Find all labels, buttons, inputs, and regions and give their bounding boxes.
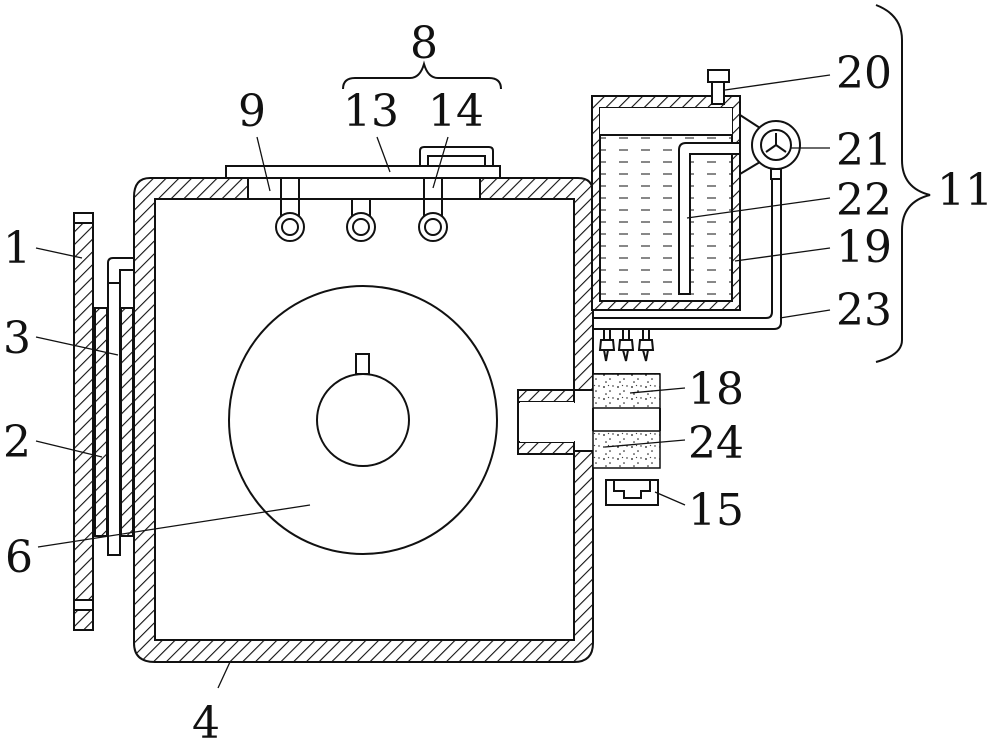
label-15: 15 bbox=[688, 485, 744, 536]
outlet-pipe bbox=[517, 389, 575, 455]
label-11: 11 bbox=[937, 165, 993, 216]
label-20: 20 bbox=[836, 48, 892, 99]
filter-layers bbox=[592, 373, 661, 469]
water-pump bbox=[739, 114, 801, 180]
label-8: 8 bbox=[410, 18, 438, 69]
label-21: 21 bbox=[836, 125, 892, 176]
label-1: 1 bbox=[3, 223, 31, 274]
leader-lines bbox=[35, 74, 831, 689]
water-tank bbox=[591, 95, 741, 311]
mounting-plate bbox=[73, 212, 94, 631]
bracket bbox=[605, 479, 659, 506]
label-23: 23 bbox=[836, 285, 892, 336]
label-3: 3 bbox=[3, 313, 31, 364]
water-pipe bbox=[593, 179, 782, 330]
label-19: 19 bbox=[836, 222, 892, 273]
label-18: 18 bbox=[688, 364, 744, 415]
spray-heads bbox=[598, 329, 655, 362]
filler-cap bbox=[707, 69, 730, 105]
brace-11 bbox=[875, 4, 931, 363]
top-cover-assembly bbox=[225, 146, 501, 200]
label-2: 2 bbox=[3, 417, 31, 468]
label-24: 24 bbox=[688, 418, 744, 469]
label-4: 4 bbox=[192, 698, 220, 748]
label-6: 6 bbox=[5, 532, 33, 583]
slide-holder bbox=[94, 257, 137, 556]
label-13: 13 bbox=[343, 86, 399, 137]
spray-nozzles bbox=[275, 178, 448, 242]
rotating-disc bbox=[228, 285, 498, 555]
suction-tube bbox=[678, 142, 741, 295]
label-14: 14 bbox=[428, 86, 484, 137]
label-9: 9 bbox=[238, 86, 266, 137]
label-22: 22 bbox=[836, 175, 892, 226]
brace-8 bbox=[342, 60, 502, 90]
